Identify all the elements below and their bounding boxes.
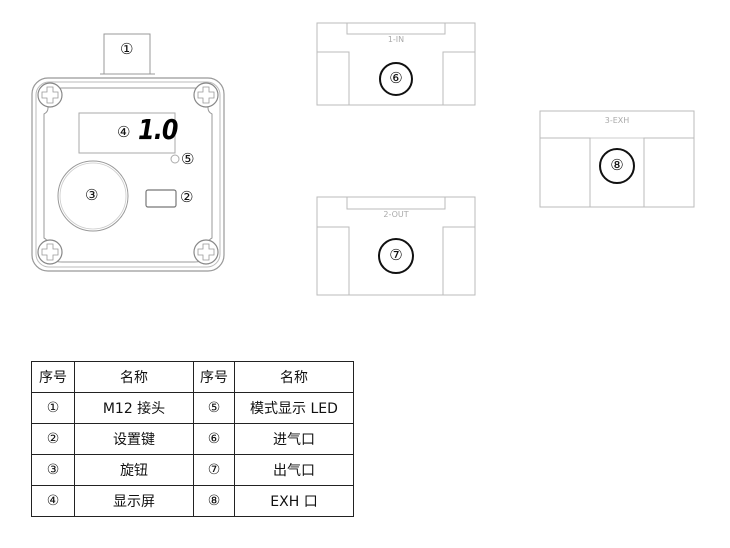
screw-top-left: [37, 82, 63, 108]
table-row: ④ 显示屏 ⑧ EXH 口: [31, 485, 354, 517]
table-cell: ③: [31, 454, 75, 486]
port-callout-in: ⑥: [389, 69, 403, 87]
port-callout-out: ⑦: [389, 246, 403, 264]
port-circle-exh: [599, 148, 635, 184]
callout-led: ⑤: [181, 150, 195, 168]
callout-display: ④: [117, 123, 131, 141]
header-cell: 序号: [31, 361, 75, 393]
set-key: [145, 189, 177, 208]
port-view-exh: 3-EXH ⑧: [539, 110, 695, 208]
callout-knob: ③: [85, 186, 99, 204]
port-label-out: 2-OUT: [383, 210, 409, 219]
table-row: ③ 旋钮 ⑦ 出气口: [31, 454, 354, 486]
table-cell: ①: [31, 392, 75, 424]
table-row: ② 设置键 ⑥ 进气口: [31, 423, 354, 455]
display-value: 1.0: [138, 113, 178, 146]
table-cell: 显示屏: [74, 485, 194, 517]
table-cell: ②: [31, 423, 75, 455]
table-row: ① M12 接头 ⑤ 模式显示 LED: [31, 392, 354, 424]
m12-connector: [98, 33, 172, 79]
header-cell: 名称: [234, 361, 354, 393]
table-cell: 模式显示 LED: [234, 392, 354, 424]
header-cell: 名称: [74, 361, 194, 393]
table-header-row: 序号 名称 序号 名称: [31, 361, 354, 393]
table-cell: ⑤: [193, 392, 235, 424]
device-body: [31, 77, 225, 272]
header-cell: 序号: [193, 361, 235, 393]
screw-bottom-left: [37, 239, 63, 265]
port-callout-exh: ⑧: [610, 156, 624, 174]
table-cell: 设置键: [74, 423, 194, 455]
table-cell: 旋钮: [74, 454, 194, 486]
port-label-exh: 3-EXH: [604, 116, 630, 125]
port-label-in: 1-IN: [387, 35, 405, 44]
table-cell: ④: [31, 485, 75, 517]
mode-led: [170, 154, 180, 164]
display-screen: [78, 112, 176, 154]
table-cell: M12 接头: [74, 392, 194, 424]
screw-top-right: [193, 82, 219, 108]
table-cell: ⑥: [193, 423, 235, 455]
device-front-view: [31, 33, 225, 272]
table-cell: ⑦: [193, 454, 235, 486]
table-cell: ⑧: [193, 485, 235, 517]
knob: [57, 160, 129, 232]
parts-legend-table: 序号 名称 序号 名称 ① M12 接头 ⑤ 模式显示 LED ② 设置键 ⑥ …: [31, 361, 354, 517]
port-view-in: 1-IN ⑥: [316, 22, 476, 106]
port-circle-in: [379, 62, 413, 96]
callout-connector: ①: [120, 40, 134, 58]
callout-set-key: ②: [180, 188, 194, 206]
table-cell: 进气口: [234, 423, 354, 455]
screw-bottom-right: [193, 239, 219, 265]
port-circle-out: [378, 238, 414, 274]
table-cell: EXH 口: [234, 485, 354, 517]
port-view-out: 2-OUT ⑦: [316, 196, 476, 296]
table-cell: 出气口: [234, 454, 354, 486]
